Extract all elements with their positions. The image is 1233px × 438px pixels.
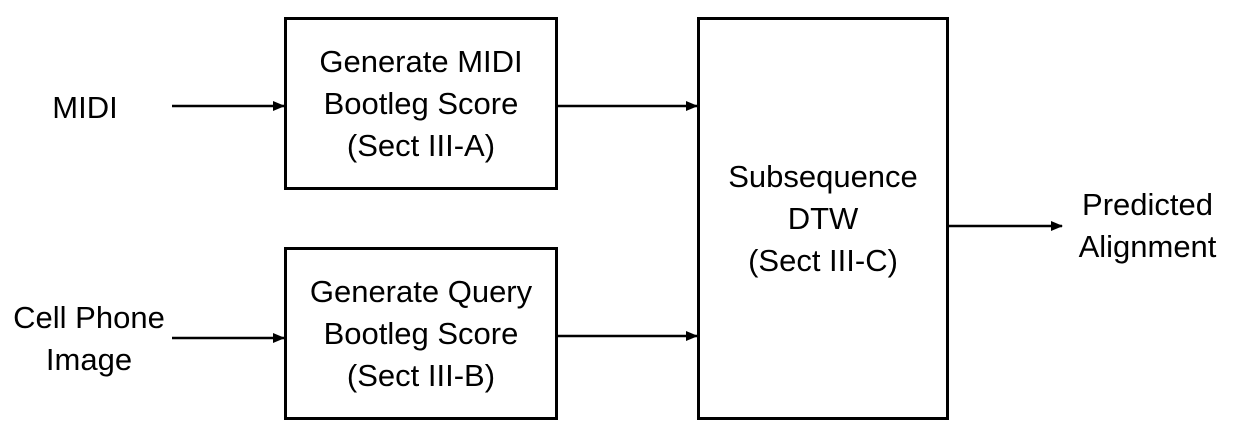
input-label-cell-phone-line-2: Image — [45, 342, 133, 377]
block-dtw-line-3: (Sect III-C) — [748, 242, 898, 278]
output-label-line-2: Alignment — [1078, 229, 1217, 264]
block-generate-query-bootleg-score: Generate Query Bootleg Score (Sect III-B… — [284, 247, 558, 420]
block-query-line-2: Bootleg Score — [323, 315, 519, 351]
input-label-cell-phone-line-1: Cell Phone — [13, 300, 165, 335]
block-dtw-line-1: Subsequence — [728, 158, 918, 194]
input-label-cell-phone-image: Cell Phone Image — [0, 296, 178, 382]
output-label-predicted-alignment: Predicted Alignment — [1062, 183, 1233, 269]
input-label-midi: MIDI — [20, 86, 150, 130]
block-query-line-1: Generate Query — [309, 273, 533, 309]
output-label-line-1: Predicted — [1082, 187, 1213, 222]
input-label-midi-text: MIDI — [52, 90, 118, 125]
block-generate-midi-bootleg-score: Generate MIDI Bootleg Score (Sect III-A) — [284, 17, 558, 190]
block-midi-line-2: Bootleg Score — [323, 85, 519, 121]
block-midi-line-1: Generate MIDI — [319, 43, 523, 79]
block-dtw-line-2: DTW — [787, 200, 859, 236]
block-query-line-3: (Sect III-B) — [346, 357, 496, 393]
block-subsequence-dtw: Subsequence DTW (Sect III-C) — [697, 17, 949, 420]
block-midi-line-3: (Sect III-A) — [346, 127, 496, 163]
